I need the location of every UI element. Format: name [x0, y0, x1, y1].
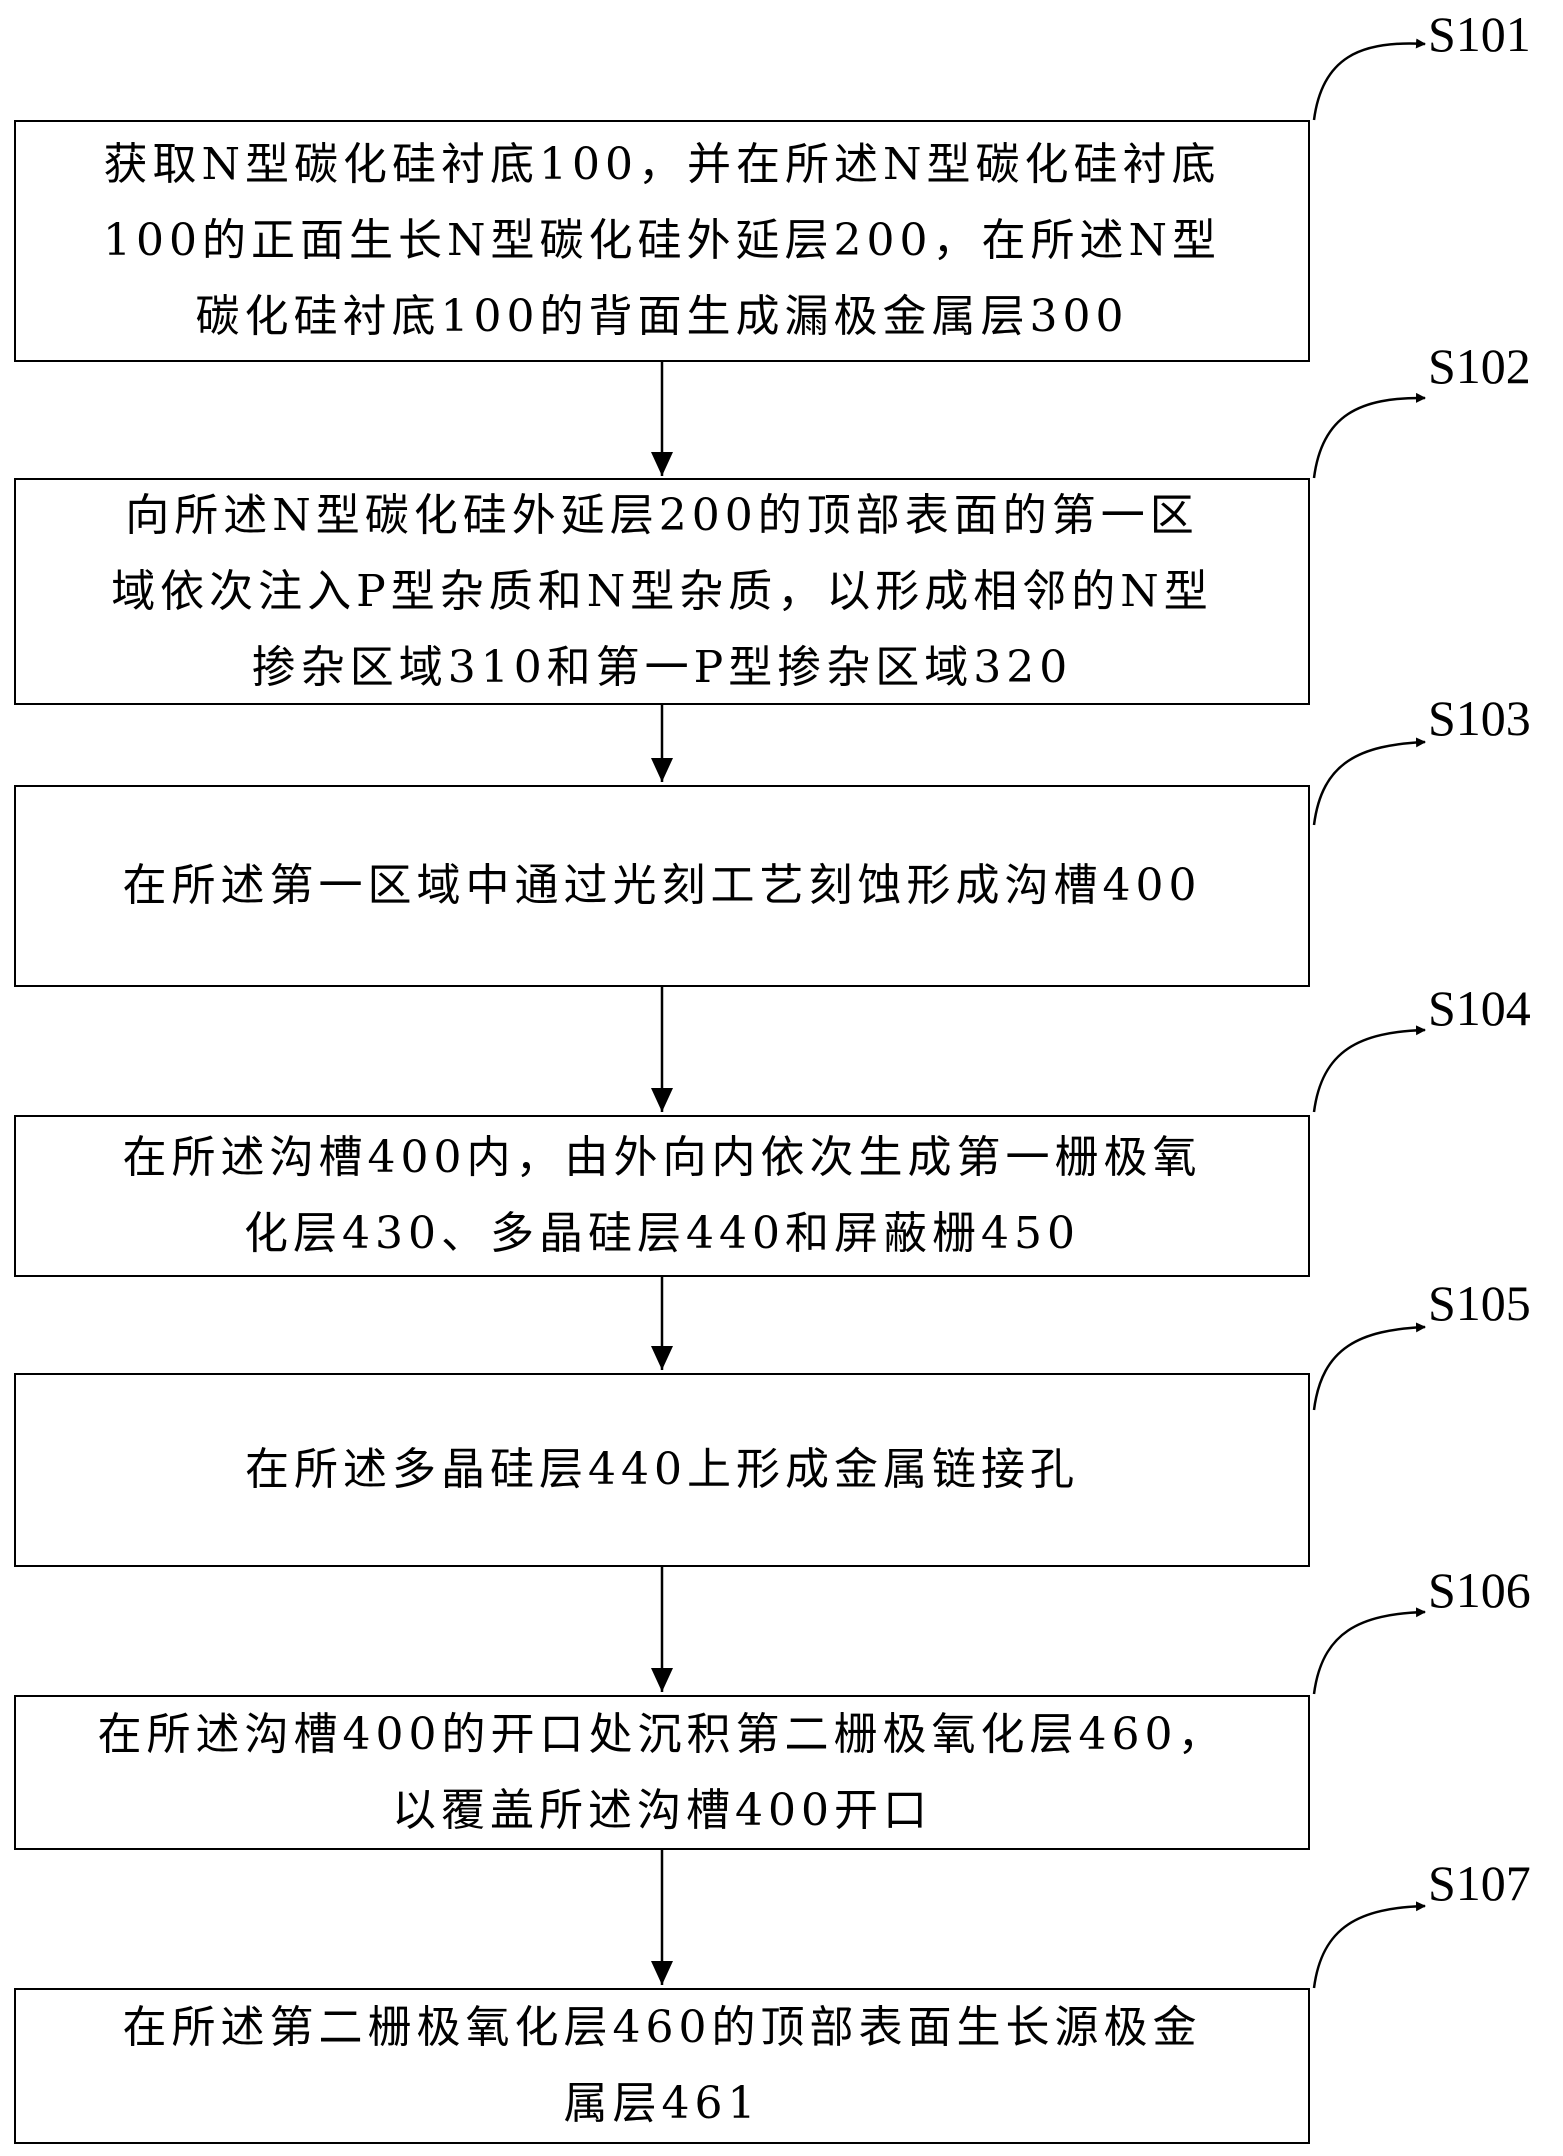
step-box-s107: 在所述第二栅极氧化层460的顶部表面生长源极金 属层461	[14, 1988, 1310, 2144]
label-leader-s101	[1312, 38, 1426, 121]
step-label-s103: S103	[1428, 690, 1531, 746]
step-label-s101: S101	[1428, 6, 1531, 62]
step-text: 向所述N型碳化硅外延层200的顶部表面的第一区 域依次注入P型杂质和N型杂质，以…	[111, 489, 1213, 693]
step-label-s102: S102	[1428, 338, 1531, 394]
label-leader-s105	[1312, 1322, 1426, 1411]
step-box-s102: 向所述N型碳化硅外延层200的顶部表面的第一区 域依次注入P型杂质和N型杂质，以…	[14, 478, 1310, 705]
step-box-s104: 在所述沟槽400内，由外向内依次生成第一栅极氧 化层430、多晶硅层440和屏蔽…	[14, 1115, 1310, 1277]
step-text: 在所述第二栅极氧化层460的顶部表面生长源极金 属层461	[122, 2002, 1202, 2129]
step-label-s104: S104	[1428, 980, 1531, 1036]
step-label-s106: S106	[1428, 1562, 1531, 1618]
label-leader-s107	[1312, 1901, 1426, 1989]
step-label-s107: S107	[1428, 1855, 1531, 1911]
step-box-s106: 在所述沟槽400的开口处沉积第二栅极氧化层460， 以覆盖所述沟槽400开口	[14, 1695, 1310, 1850]
label-leader-s106	[1312, 1607, 1426, 1695]
step-text: 在所述多晶硅层440上形成金属链接孔	[245, 1444, 1079, 1495]
label-leader-s103	[1312, 737, 1426, 826]
step-text: 获取N型碳化硅衬底100，并在所述N型碳化硅衬底 100的正面生长N型碳化硅外延…	[103, 139, 1221, 342]
step-text: 在所述沟槽400的开口处沉积第二栅极氧化层460， 以覆盖所述沟槽400开口	[97, 1708, 1227, 1836]
label-leader-s104	[1312, 1025, 1426, 1113]
step-text: 在所述第一区域中通过光刻工艺刻蚀形成沟槽400	[122, 860, 1202, 911]
step-label-s105: S105	[1428, 1275, 1531, 1331]
step-box-s103: 在所述第一区域中通过光刻工艺刻蚀形成沟槽400	[14, 785, 1310, 987]
step-text: 在所述沟槽400内，由外向内依次生成第一栅极氧 化层430、多晶硅层440和屏蔽…	[122, 1132, 1202, 1259]
step-box-s105: 在所述多晶硅层440上形成金属链接孔	[14, 1373, 1310, 1567]
label-leader-s102	[1312, 392, 1426, 479]
step-box-s101: 获取N型碳化硅衬底100，并在所述N型碳化硅衬底 100的正面生长N型碳化硅外延…	[14, 120, 1310, 362]
